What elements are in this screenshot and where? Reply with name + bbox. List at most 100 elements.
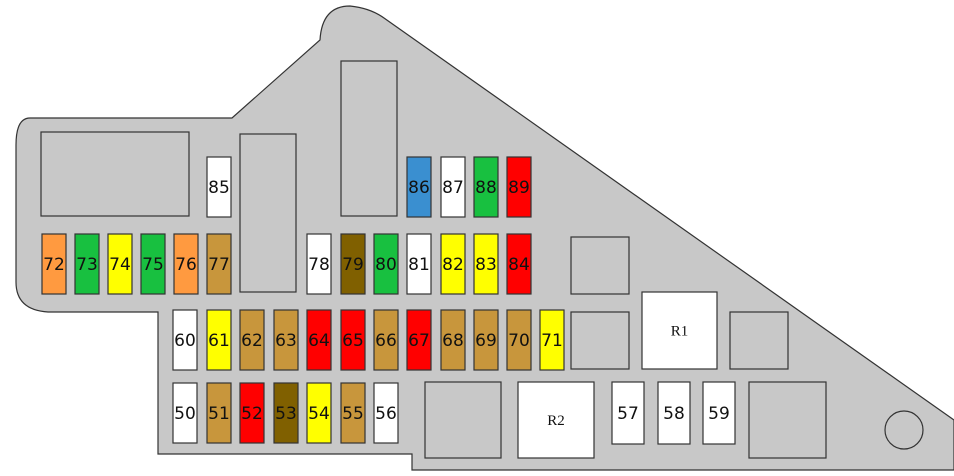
fuse-82: 82 xyxy=(440,233,466,295)
fuse-body xyxy=(239,382,265,444)
fuse-body xyxy=(506,233,532,295)
fuse-73: 73 xyxy=(74,233,100,295)
fuse-86: 86 xyxy=(406,156,432,218)
fuse-body xyxy=(406,156,432,218)
fuse-75: 75 xyxy=(140,233,166,295)
fuse-body xyxy=(440,233,466,295)
fuse-84: 84 xyxy=(506,233,532,295)
relay-body xyxy=(641,291,718,370)
fuse-body xyxy=(74,233,100,295)
fuse-67: 67 xyxy=(406,309,432,371)
blank-block xyxy=(570,311,630,370)
relay-body xyxy=(517,381,595,459)
fuse-label: 74 xyxy=(109,255,131,275)
fuse-81: 81 xyxy=(406,233,432,295)
fuse-body xyxy=(373,382,399,444)
fuse-body xyxy=(206,382,232,444)
fuse-76: 76 xyxy=(173,233,199,295)
fuse-label: 65 xyxy=(342,331,364,351)
fuse-55: 55 xyxy=(340,382,366,444)
fuse-body xyxy=(611,381,645,445)
fuse-58: 58 xyxy=(657,381,691,445)
fuse-label: 53 xyxy=(275,404,297,424)
relay-r2: R2 xyxy=(517,381,595,459)
fuse-label: 54 xyxy=(308,404,330,424)
fuse-54: 54 xyxy=(306,382,332,444)
fuse-label: 82 xyxy=(442,255,464,275)
fuse-label: 76 xyxy=(175,255,197,275)
fuse-body xyxy=(473,156,499,218)
fuse-label: 89 xyxy=(508,178,530,198)
fuse-71: 71 xyxy=(539,309,565,371)
fuse-body xyxy=(406,233,432,295)
fuse-83: 83 xyxy=(473,233,499,295)
fuse-label: 61 xyxy=(208,331,230,351)
fuse-body xyxy=(702,381,736,445)
fuse-62: 62 xyxy=(239,309,265,371)
fuse-label: 80 xyxy=(375,255,397,275)
fuse-60: 60 xyxy=(172,309,198,371)
fuse-80: 80 xyxy=(373,233,399,295)
fuse-label: 81 xyxy=(408,255,430,275)
fuse-body xyxy=(373,233,399,295)
fuse-69: 69 xyxy=(473,309,499,371)
fuse-64: 64 xyxy=(306,309,332,371)
fuse-label: 84 xyxy=(508,255,530,275)
blank-block xyxy=(239,133,297,293)
fuse-63: 63 xyxy=(273,309,299,371)
fuse-body xyxy=(340,309,366,371)
fuse-72: 72 xyxy=(41,233,67,295)
fuse-label: 70 xyxy=(508,331,530,351)
fuse-body xyxy=(340,382,366,444)
blank-blocks xyxy=(40,60,827,459)
fuse-77: 77 xyxy=(206,233,232,295)
mounting-hole xyxy=(884,410,924,450)
fuse-body xyxy=(273,309,299,371)
fuse-label: 77 xyxy=(208,255,230,275)
fuse-body xyxy=(306,233,332,295)
fuse-label: 60 xyxy=(174,331,196,351)
fuse-label: 68 xyxy=(442,331,464,351)
fuse-body xyxy=(539,309,565,371)
fuse-body xyxy=(239,309,265,371)
fuse-body xyxy=(373,309,399,371)
fuse-label: 87 xyxy=(442,178,464,198)
fuse-label: 52 xyxy=(241,404,263,424)
fuse-body xyxy=(206,233,232,295)
fuse-body xyxy=(107,233,133,295)
fuse-label: 56 xyxy=(375,404,397,424)
fuse-body xyxy=(440,309,466,371)
fuse-label: 51 xyxy=(208,404,230,424)
fuse-label: 72 xyxy=(43,255,65,275)
fuse-65: 65 xyxy=(340,309,366,371)
fuse-body xyxy=(506,156,532,218)
fuse-label: 69 xyxy=(475,331,497,351)
relay-label: R1 xyxy=(671,324,689,340)
fuse-label: 71 xyxy=(541,331,563,351)
fuse-label: 83 xyxy=(475,255,497,275)
fuse-74: 74 xyxy=(107,233,133,295)
fuse-87: 87 xyxy=(440,156,466,218)
fuse-68: 68 xyxy=(440,309,466,371)
fuse-label: 57 xyxy=(617,404,639,424)
fuse-body xyxy=(440,156,466,218)
fuse-70: 70 xyxy=(506,309,532,371)
fuse-label: 85 xyxy=(208,178,230,198)
blank-block xyxy=(729,311,789,370)
fuse-body xyxy=(206,309,232,371)
fuse-body xyxy=(473,309,499,371)
fuse-label: 88 xyxy=(475,178,497,198)
fuse-79: 79 xyxy=(340,233,366,295)
fuse-78: 78 xyxy=(306,233,332,295)
relay-r1: R1 xyxy=(641,291,718,370)
fuse-label: 55 xyxy=(342,404,364,424)
fuse-52: 52 xyxy=(239,382,265,444)
fuse-body xyxy=(306,382,332,444)
fuse-body xyxy=(172,382,198,444)
fuse-label: 58 xyxy=(663,404,685,424)
relay-label: R2 xyxy=(547,413,565,429)
fuse-label: 75 xyxy=(142,255,164,275)
